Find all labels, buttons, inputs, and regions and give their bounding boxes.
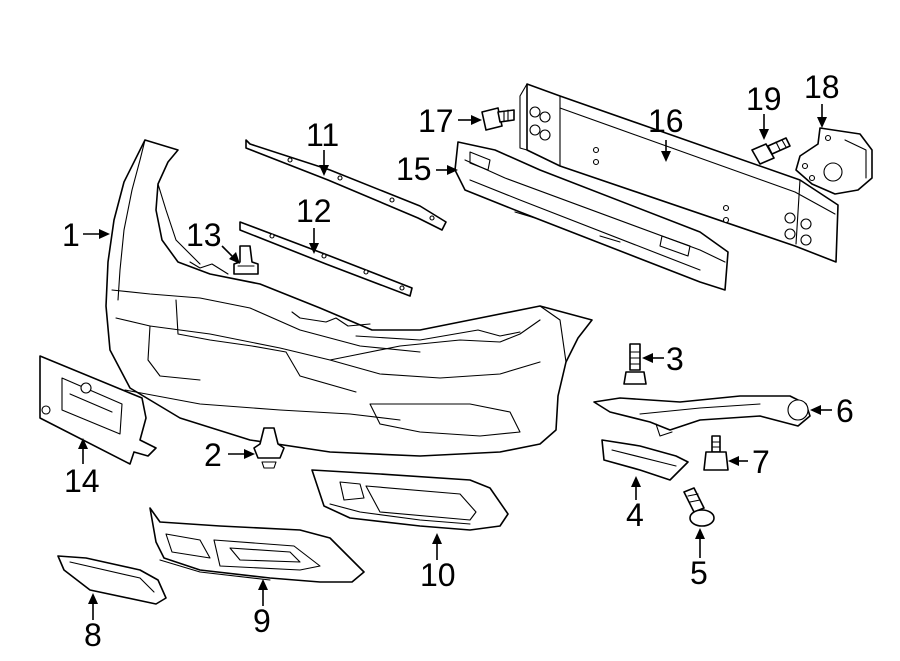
- callout-18: 18: [804, 69, 840, 105]
- part-12-lower-strip: [239, 221, 413, 297]
- part-17-bolt: [481, 107, 515, 131]
- callout-12: 12: [296, 193, 332, 229]
- callout-17: 17: [418, 103, 454, 139]
- part-10-grille: [311, 469, 509, 531]
- callout-14: 14: [64, 463, 100, 499]
- callout-19: 19: [746, 81, 782, 117]
- part-14-license-bracket: [39, 355, 157, 465]
- part-2-push-clip: [253, 427, 285, 469]
- callout-2: 2: [204, 437, 222, 473]
- part-5-screw: [683, 487, 715, 527]
- part-9-lower-grille: [149, 507, 365, 583]
- callout-9: 9: [253, 603, 271, 639]
- part-6-side-bracket: [593, 395, 811, 437]
- part-19-bolt: [751, 137, 791, 165]
- part-8-trim: [57, 555, 167, 605]
- part-3-bolt: [623, 343, 647, 385]
- part-11-upper-strip: [245, 139, 447, 231]
- part-1-bumper-cover: [105, 139, 593, 457]
- callout-13: 13: [186, 217, 222, 253]
- leader-lines: [78, 104, 832, 620]
- callout-5: 5: [690, 555, 708, 591]
- callout-10: 10: [420, 557, 456, 593]
- callout-16: 16: [648, 103, 684, 139]
- callout-6: 6: [836, 393, 854, 429]
- part-4-bracket: [601, 439, 689, 481]
- callout-8: 8: [84, 617, 102, 653]
- callout-3: 3: [666, 341, 684, 377]
- part-18-bracket: [795, 127, 873, 195]
- part-15-absorber: [454, 141, 729, 291]
- part-16-reinforcement-beam: [519, 83, 839, 263]
- callout-4: 4: [626, 497, 644, 533]
- part-7-bolt: [703, 435, 729, 471]
- callout-15: 15: [396, 151, 432, 187]
- callout-7: 7: [752, 444, 770, 480]
- callout-labels: 1 2 3 4 5 6 7 8 9 10 11 12 13 14 15 16 1…: [62, 69, 854, 653]
- callout-11: 11: [306, 117, 339, 153]
- callout-1: 1: [62, 217, 80, 253]
